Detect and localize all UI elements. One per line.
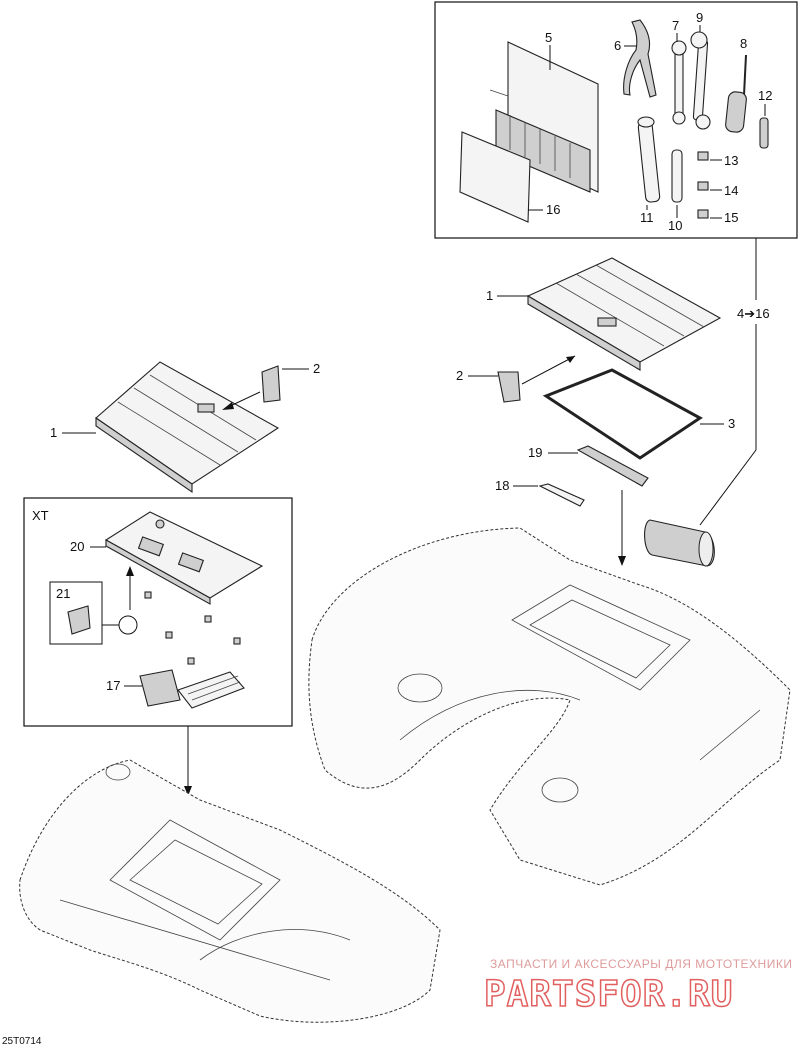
pliers (623, 19, 657, 98)
tool-kit-frame (434, 1, 798, 239)
callout-1-left: 1 (50, 425, 57, 440)
screwdriver-bit (759, 117, 769, 149)
bracket (576, 445, 649, 487)
tool-roll (644, 519, 715, 567)
tool-bag (489, 41, 599, 193)
callout-20: 20 (70, 539, 84, 554)
fastener-clip (67, 605, 91, 635)
mount-plate (104, 511, 264, 605)
callout-9: 9 (696, 10, 703, 25)
callout-21: 21 (56, 586, 70, 601)
gasket (542, 368, 703, 460)
socket-wrench (637, 116, 661, 203)
callout-16-top: 16 (546, 202, 560, 217)
callout-17: 17 (106, 678, 120, 693)
callout-5: 5 (545, 30, 552, 45)
nuts (144, 591, 241, 665)
fastener-detail (118, 615, 138, 635)
callout-19: 19 (528, 445, 542, 460)
callout-11: 11 (640, 210, 654, 225)
rear-fender-left (19, 759, 441, 1023)
grab-handle (139, 669, 245, 709)
storage-rack-right (526, 257, 722, 371)
spark-plug-tool (671, 149, 683, 203)
wrench-7 (671, 40, 687, 125)
watermark-brand: PARTSFOR.RU (484, 974, 733, 1015)
fuse-14 (697, 181, 709, 191)
watermark-tagline: ЗАПЧАСТИ И АКСЕССУАРЫ ДЛЯ МОТОТЕХНИКИ (490, 957, 792, 971)
xt-label: XT (32, 508, 49, 523)
rear-fender-right (308, 527, 791, 886)
screwdriver (725, 54, 747, 133)
callout-18: 18 (495, 478, 509, 493)
latch-right (497, 371, 521, 403)
callout-7: 7 (672, 18, 679, 33)
callout-1-right: 1 (486, 288, 493, 303)
owner-card (459, 131, 531, 223)
latch-left (261, 365, 281, 403)
callout-2-left: 2 (313, 361, 320, 376)
fuse-13 (697, 151, 709, 161)
callout-3: 3 (728, 416, 735, 431)
callout-15: 15 (724, 210, 738, 225)
storage-rack-left (95, 361, 280, 494)
fastener-inset (49, 581, 103, 645)
callout-12: 12 (758, 88, 772, 103)
watermark: ЗАПЧАСТИ И АКСЕССУАРЫ ДЛЯ МОТОТЕХНИКИ PA… (483, 957, 792, 1016)
xt-group-frame (23, 497, 293, 727)
callout-2-right: 2 (456, 368, 463, 383)
callout-13: 13 (724, 153, 738, 168)
wrench-9 (690, 31, 711, 130)
callout-6: 6 (614, 38, 621, 53)
diagram-code: 25T0714 (2, 1036, 42, 1047)
fuse-15 (697, 209, 709, 219)
callout-14: 14 (724, 183, 738, 198)
callout-10: 10 (668, 218, 682, 233)
spanner (538, 483, 585, 507)
tool-kit-callouts: 5 6 7 9 8 12 13 14 15 11 10 16 (528, 10, 772, 233)
callout-8: 8 (740, 36, 747, 51)
callout-4-16: 4➔16 (737, 306, 770, 321)
